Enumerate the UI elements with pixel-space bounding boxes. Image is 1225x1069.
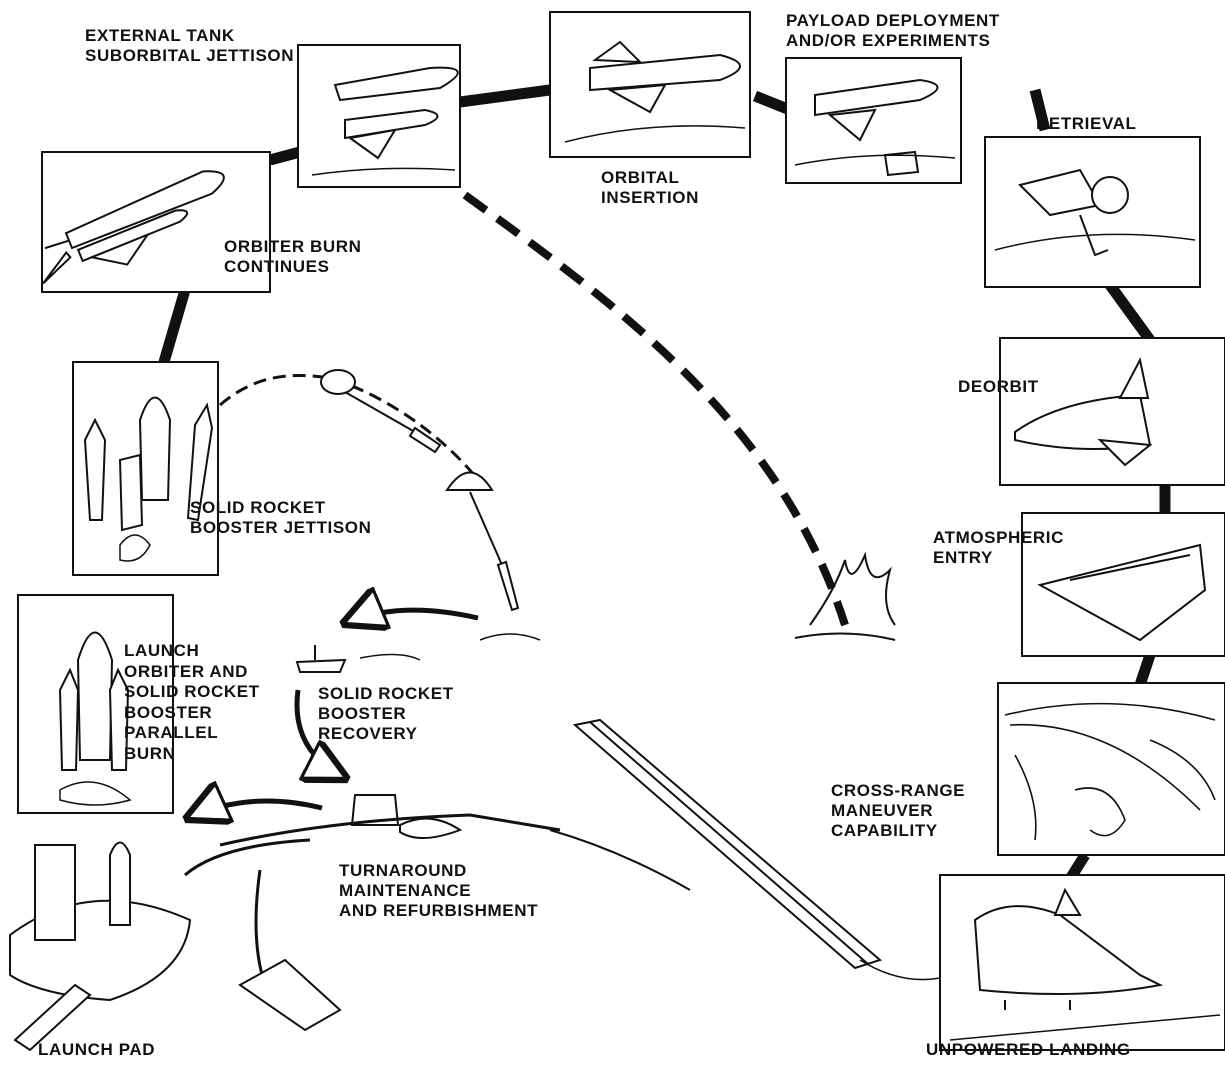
label-retrieval: RETRIEVAL xyxy=(1036,114,1136,134)
label-cross-range: CROSS-RANGE MANEUVER CAPABILITY xyxy=(831,781,965,841)
panel-srb-jettison xyxy=(73,362,218,575)
panel-deorbit xyxy=(1000,338,1225,485)
panel-external-tank xyxy=(298,45,460,187)
panel-orbital-insertion xyxy=(550,12,750,157)
label-payload-deployment: PAYLOAD DEPLOYMENT AND/OR EXPERIMENTS xyxy=(786,11,1000,51)
label-atmospheric-entry: ATMOSPHERIC ENTRY xyxy=(933,528,1064,568)
label-launch: LAUNCH ORBITER AND SOLID ROCKET BOOSTER … xyxy=(124,641,260,764)
label-external-tank-jettison: EXTERNAL TANK SUBORBITAL JETTISON xyxy=(85,26,294,66)
panel-unpowered-landing xyxy=(940,875,1225,1050)
external-tank-splash xyxy=(795,555,895,640)
label-unpowered-landing: UNPOWERED LANDING xyxy=(926,1040,1131,1060)
label-deorbit: DEORBIT xyxy=(958,377,1039,397)
external-tank-trajectory xyxy=(465,195,845,625)
panel-payload-deployment xyxy=(786,58,961,183)
panel-cross-range xyxy=(998,683,1225,855)
label-launch-pad: LAUNCH PAD xyxy=(38,1040,155,1060)
launch-pad-structure xyxy=(10,840,310,1050)
label-turnaround: TURNAROUND MAINTENANCE AND REFURBISHMENT xyxy=(339,861,538,921)
panel-retrieval xyxy=(985,137,1200,287)
label-srb-jettison: SOLID ROCKET BOOSTER JETTISON xyxy=(190,498,372,538)
label-orbital-insertion: ORBITAL INSERTION xyxy=(601,168,699,208)
crawler-orbiter xyxy=(240,870,340,1030)
runway xyxy=(550,720,940,980)
recovery-ship xyxy=(297,645,420,672)
label-srb-recovery: SOLID ROCKET BOOSTER RECOVERY xyxy=(318,684,454,744)
label-orbiter-burn: ORBITER BURN CONTINUES xyxy=(224,237,362,277)
